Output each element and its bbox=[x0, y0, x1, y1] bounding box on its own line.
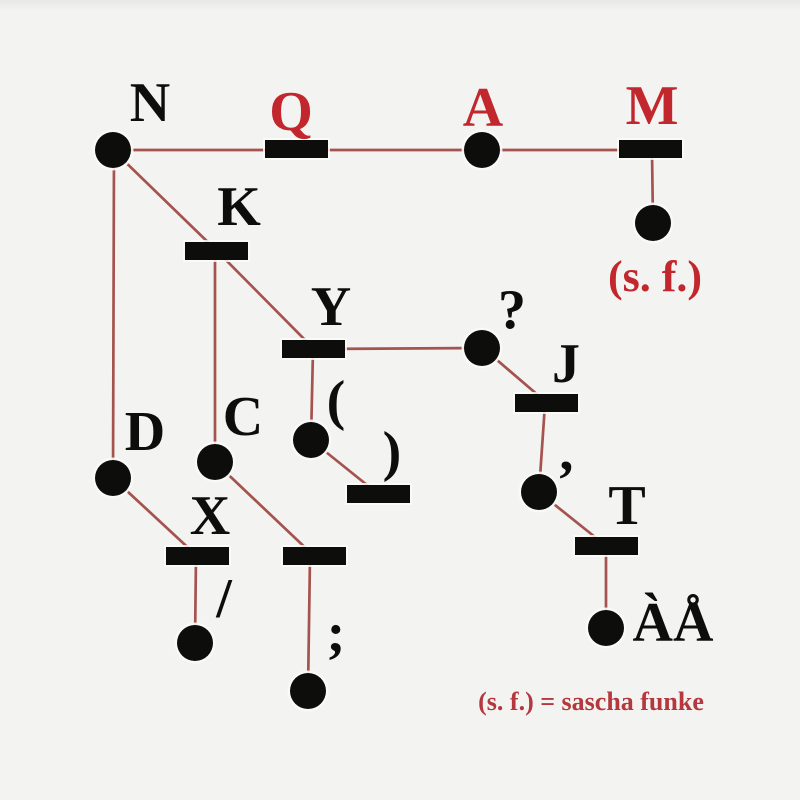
dot-t bbox=[588, 610, 624, 646]
bar-y bbox=[281, 340, 345, 358]
label-c: C bbox=[222, 386, 264, 448]
label-k: K bbox=[217, 176, 261, 238]
bar-k bbox=[184, 242, 248, 260]
edge-k-y bbox=[216, 250, 315, 350]
dot-slash bbox=[177, 625, 213, 661]
edge-semibar-semidot bbox=[306, 555, 312, 693]
dot-question bbox=[464, 330, 500, 366]
edge-n-d bbox=[111, 148, 116, 480]
label-j: J bbox=[552, 333, 580, 395]
label-question: ? bbox=[498, 279, 526, 341]
label-x: X bbox=[189, 485, 231, 547]
label-semicolon: ; bbox=[326, 602, 346, 664]
label-aa: ÀÅ bbox=[632, 592, 714, 654]
edge-n-k bbox=[111, 148, 218, 252]
label-m: M bbox=[625, 75, 679, 137]
dot-m bbox=[635, 205, 671, 241]
label-caption: (s. f.) = sascha funke bbox=[478, 687, 704, 716]
edge-c-semibar bbox=[213, 460, 315, 557]
dot-d bbox=[95, 460, 131, 496]
label-t: T bbox=[608, 475, 646, 537]
bar-t bbox=[574, 537, 638, 555]
label-close-paren: ) bbox=[382, 421, 402, 483]
edge-d-x bbox=[111, 476, 198, 557]
bar-q bbox=[264, 140, 328, 158]
label-open-paren: ( bbox=[326, 370, 346, 432]
dot-apostrophe bbox=[521, 474, 557, 510]
label-d: D bbox=[124, 401, 166, 463]
label-slash: / bbox=[216, 568, 232, 630]
bar-semicolon bbox=[282, 547, 346, 565]
dot-open-paren bbox=[293, 422, 329, 458]
label-sf-note: (s. f.) bbox=[607, 252, 703, 301]
dot-semicolon bbox=[290, 673, 326, 709]
bar-x bbox=[165, 547, 229, 565]
bar-m bbox=[618, 140, 682, 158]
label-y: Y bbox=[310, 276, 352, 338]
label-a: A bbox=[462, 77, 504, 139]
label-q: Q bbox=[269, 81, 313, 143]
dot-c bbox=[197, 444, 233, 480]
dot-a bbox=[464, 132, 500, 168]
bar-j bbox=[514, 394, 578, 412]
label-apostrophe: ’ bbox=[556, 450, 576, 512]
bar-close-paren bbox=[346, 485, 410, 503]
dot-n bbox=[95, 132, 131, 168]
label-n: N bbox=[129, 72, 171, 134]
